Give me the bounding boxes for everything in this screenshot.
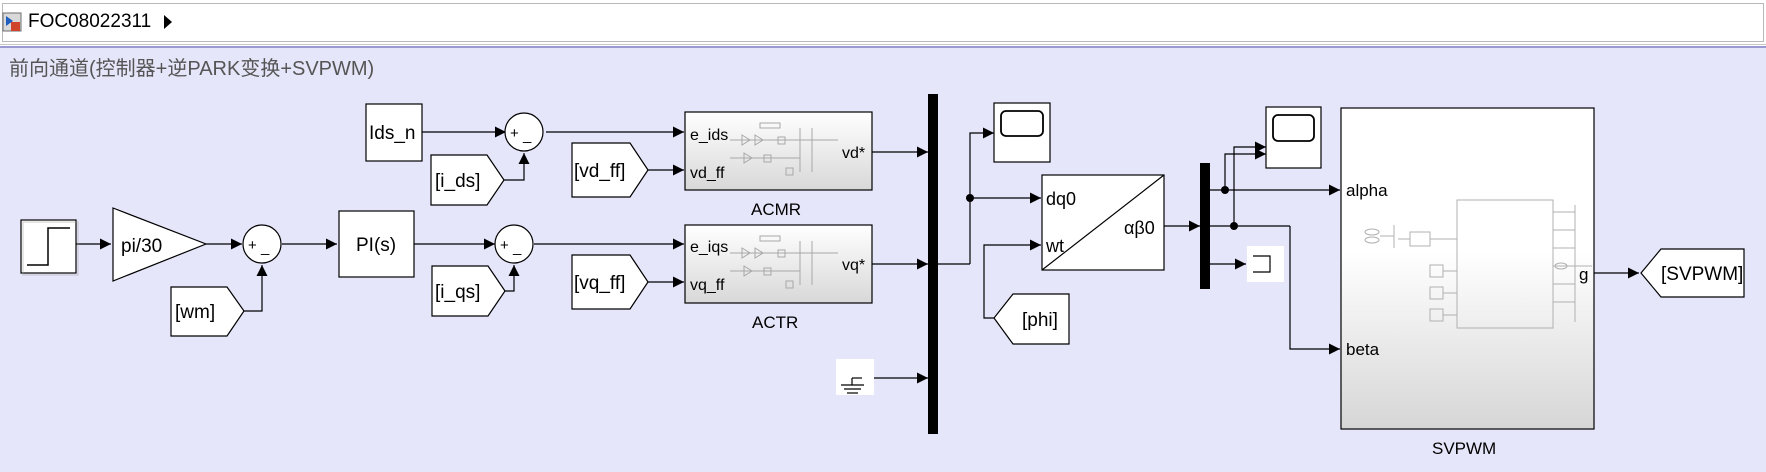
sum-minus-label: _ [260,239,270,256]
acmr-block-name: ACMR [751,200,801,219]
sum-minus-label: _ [522,127,532,144]
actr-port-in1: e_iqs [690,239,728,256]
ground-icon [841,377,864,394]
acmr-port-in2: vd_ff [690,165,725,182]
actr-port-in2: vq_ff [690,277,725,294]
signal-alpha-to-scope[interactable] [1224,148,1266,190]
step-icon [27,227,70,266]
step-block[interactable] [20,219,79,276]
from-i-qs-block[interactable]: [i_qs] [431,265,506,317]
scope-icon [1272,114,1315,142]
from-phi-label: [phi] [1022,310,1058,331]
from-i-qs-label: [i_qs] [435,282,480,303]
acmr-subsystem-block[interactable]: e_ids vd_ff vd* ACMR [684,111,873,219]
breadcrumb [2,3,1764,42]
subsystem-title: 前向通道(控制器+逆PARK变换+SVPWM) [9,58,375,80]
signal-phi-to-park[interactable] [983,239,1041,319]
terminator-icon [1253,255,1271,273]
mux-block[interactable] [928,94,938,434]
pi-controller-label: PI(s) [356,235,396,256]
from-vd-ff-label: [vd_ff] [574,161,625,182]
sum-plus-label: + [510,125,519,142]
from-wm-label: [wm] [175,302,215,323]
from-i-ds-block[interactable]: [i_ds] [430,154,505,206]
actr-port-out: vq* [842,257,865,274]
signal-wm-to-sum[interactable] [244,265,268,312]
sum-minus-label: _ [512,239,522,256]
goto-svpwm-block[interactable]: [SVPWM] [1640,248,1745,298]
sum-plus-label: + [500,237,509,254]
branch-point [1221,186,1229,194]
gain-label: pi/30 [121,236,162,257]
actr-block-name: ACTR [752,313,798,332]
breadcrumb-model-name[interactable]: FOC08022311 [28,11,152,32]
from-wm-block[interactable]: [wm] [170,286,245,337]
sum-block-d[interactable]: + _ [504,112,544,152]
gain-block[interactable]: pi/30 [112,207,208,282]
constant-ids-n-label: Ids_n [369,123,415,144]
from-vd-ff-block[interactable]: [vd_ff] [571,142,649,198]
from-vq-ff-label: [vq_ff] [574,273,625,294]
signal-beta[interactable] [1289,226,1340,355]
acmr-internal-icon [730,122,838,176]
pi-controller-block[interactable]: PI(s) [338,210,415,278]
actr-subsystem-block[interactable]: e_iqs vq_ff vq* ACTR [684,224,873,332]
simulink-model-icon[interactable] [2,12,22,32]
goto-svpwm-label: [SVPWM] [1661,264,1743,285]
actr-internal-icon [730,235,838,289]
ground-block[interactable] [836,359,874,395]
branch-point [1230,222,1238,230]
svpwm-port-out: g [1579,265,1588,284]
scope-block-dq[interactable] [993,102,1051,163]
inverse-park-block[interactable]: dq0 wt αβ0 [1041,174,1165,271]
signal-lines [76,126,1639,384]
svpwm-block-name: SVPWM [1432,439,1496,458]
signal-beta-to-scope[interactable] [1233,141,1266,226]
breadcrumb-bar: FOC08022311 [0,0,1766,45]
constant-ids-n-block[interactable]: Ids_n [365,103,423,162]
acmr-port-in1: e_ids [690,127,728,144]
signal-ids-to-sum[interactable] [504,153,530,181]
branch-point [966,194,974,202]
breadcrumb-chevron-icon[interactable] [164,15,172,29]
from-phi-block[interactable]: [phi] [993,293,1070,345]
signal-mux-to-scope[interactable] [969,127,994,264]
inverse-park-port-in2: wt [1045,236,1064,256]
signal-iqs-to-sum[interactable] [505,265,520,292]
scope-block-alphabeta[interactable] [1265,106,1322,169]
sum-block-speed[interactable]: + _ [242,224,282,264]
acmr-port-out: vd* [842,145,865,162]
svpwm-internal-icon [1364,199,1592,329]
sum-block-q[interactable]: + _ [494,224,534,264]
svpwm-port-in2: beta [1346,340,1380,359]
sum-plus-label: + [248,237,257,254]
from-i-ds-label: [i_ds] [435,171,480,192]
branch-points [966,186,1238,230]
inverse-park-port-out: αβ0 [1124,218,1155,238]
scope-icon [1000,110,1044,137]
from-vq-ff-block[interactable]: [vq_ff] [571,254,649,310]
inverse-park-port-in1: dq0 [1046,189,1076,209]
demux-block[interactable] [1200,163,1210,289]
svpwm-subsystem-block[interactable]: alpha beta g SVPWM [1340,107,1595,458]
terminator-block[interactable] [1247,246,1284,282]
svpwm-port-in1: alpha [1346,181,1388,200]
